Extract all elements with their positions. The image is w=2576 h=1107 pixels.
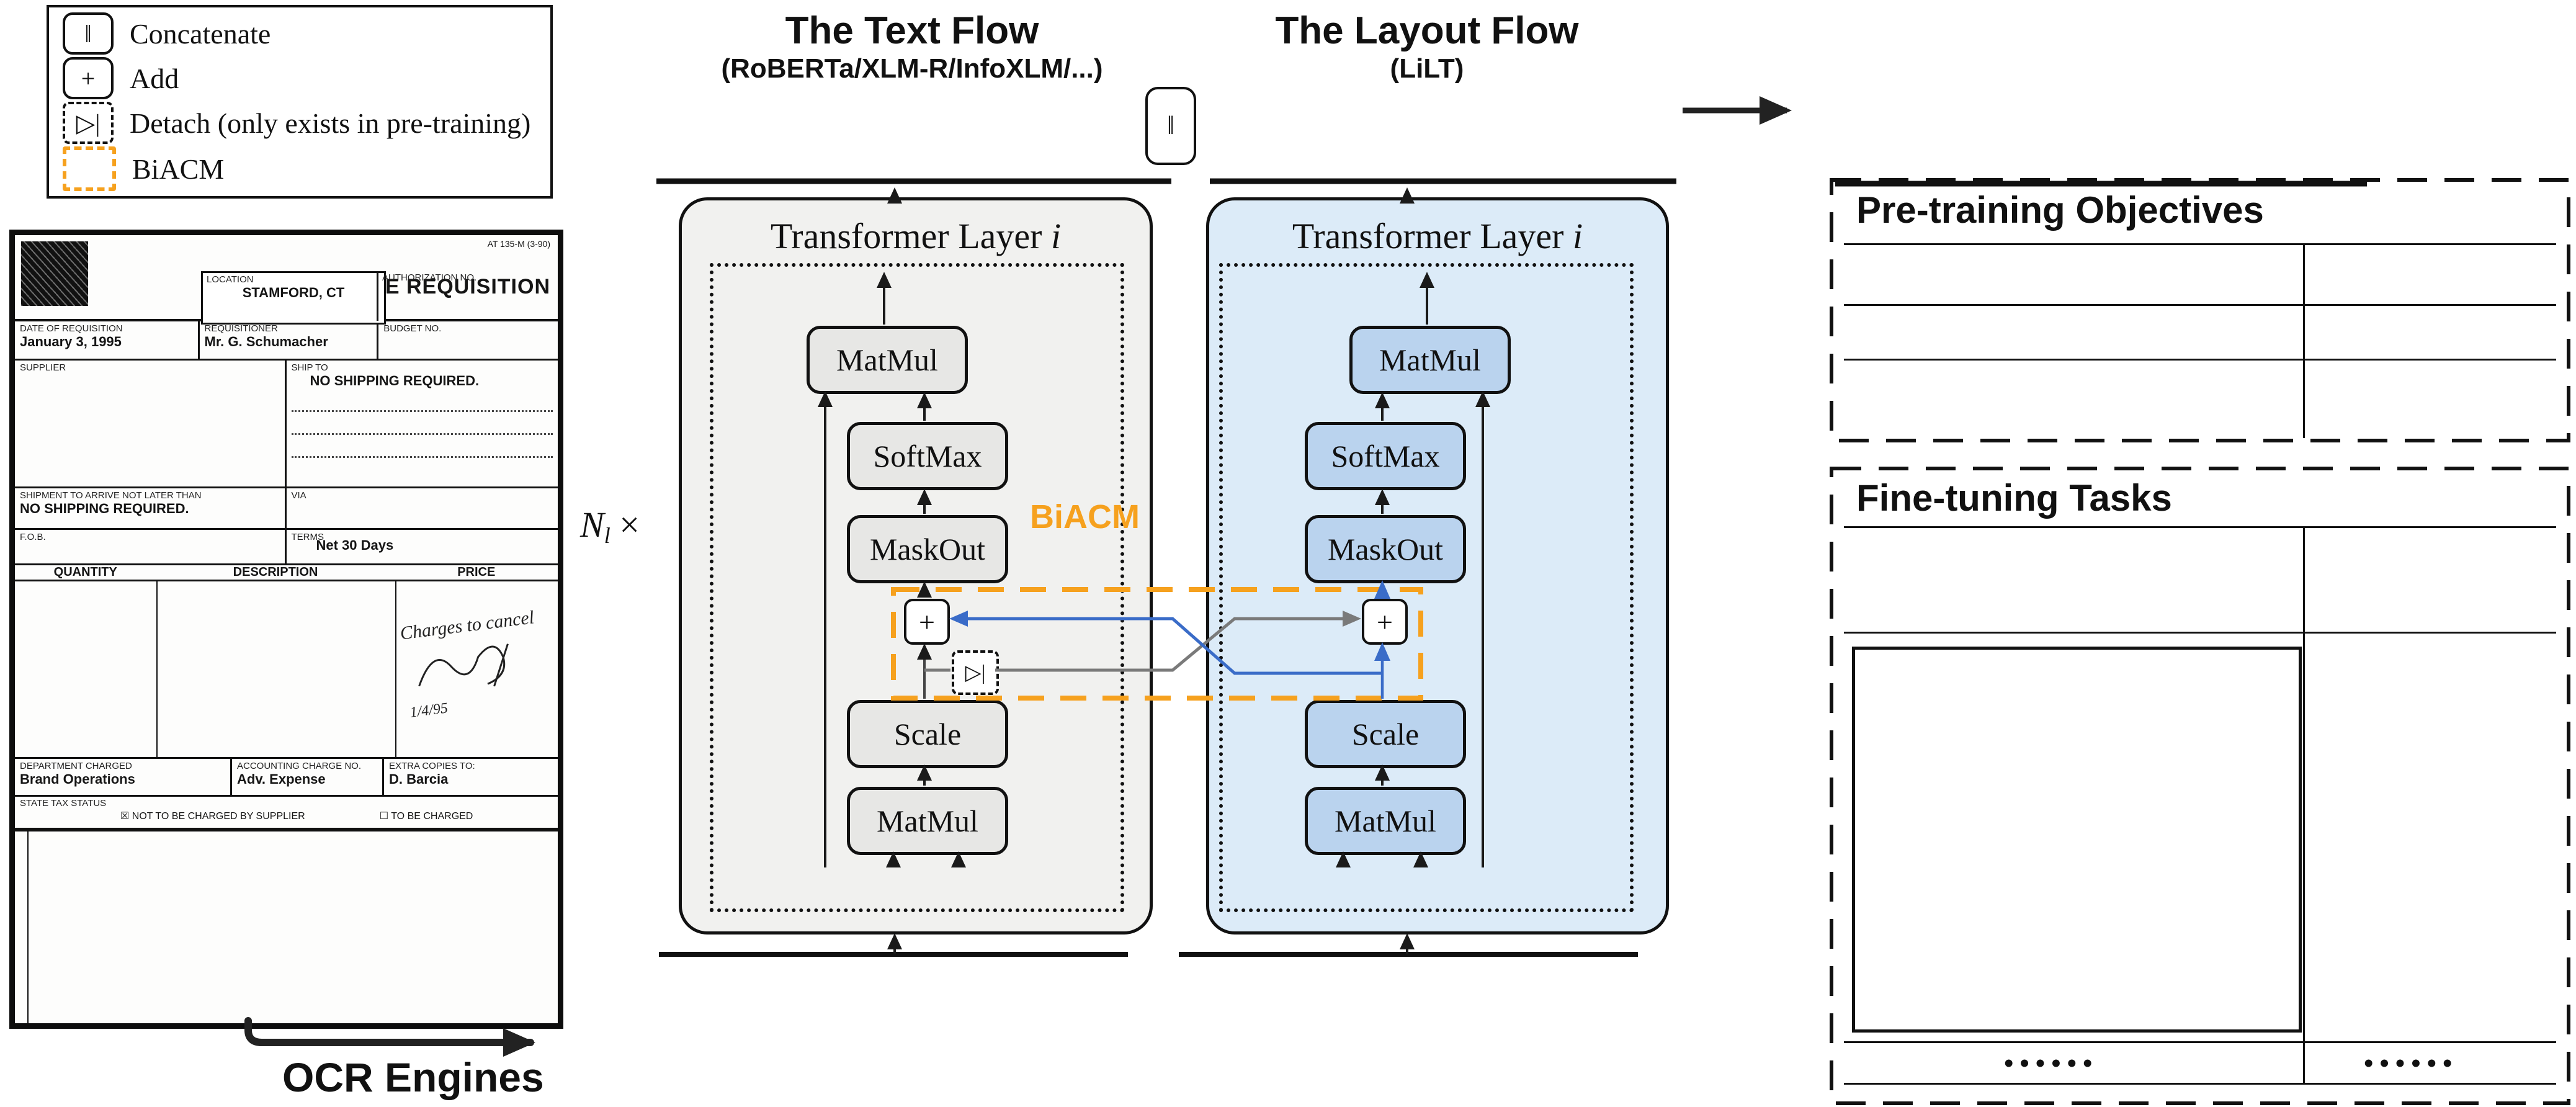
dept-row: DEPARTMENT CHARGED Brand Operations ACCO…: [15, 757, 558, 797]
pt-rule-1: [1844, 243, 2556, 245]
layout-matmul-bottom: MatMul: [1305, 787, 1466, 855]
text-softmax: SoftMax: [847, 422, 1008, 490]
text-add-box: +: [904, 599, 950, 645]
layout-flow-subtitle: (LiLT): [1390, 53, 1464, 84]
document-header: AT 135-M (3-90) PURCHASE REQUISITION LOC…: [15, 235, 558, 325]
layout-flow-title: The Layout Flow: [1275, 9, 1579, 52]
layout-softmax: SoftMax: [1305, 422, 1466, 490]
ft-rule-2: [1844, 632, 2556, 634]
pt-rule-3: [1844, 359, 2556, 361]
layout-matmul-top: MatMul: [1349, 326, 1511, 394]
items-table-header: QUANTITY DESCRIPTION PRICE: [15, 565, 558, 581]
tax-option-charged: ☐ TO BE CHARGED: [379, 811, 473, 822]
approvals-vertical-label: [15, 831, 29, 1023]
ellipsis-left: ••••••: [2004, 1048, 2099, 1078]
text-maskout: MaskOut: [847, 515, 1008, 583]
pretraining-title: Pre-training Objectives: [1856, 189, 2264, 231]
ellipsis-right: ••••••: [2364, 1048, 2459, 1078]
legend-item-3: BiACM: [49, 146, 550, 191]
detach-icon: ▷|: [63, 102, 114, 144]
detach-box: ▷|: [952, 650, 999, 695]
text-matmul-top: MatMul: [807, 326, 968, 394]
items-table-body: Charges to cancel 1/4/95: [15, 581, 558, 757]
tax-option-not-charged: ☒ NOT TO BE CHARGED BY SUPPLIER: [120, 811, 305, 822]
add-icon: +: [63, 57, 114, 99]
text-flow-title: The Text Flow: [785, 9, 1039, 52]
legend-item-0: ‖ Concatenate: [49, 12, 550, 55]
text-transformer-title: Transformer Layer i: [770, 216, 1062, 256]
text-scale: Scale: [847, 700, 1008, 768]
pt-rule-2: [1844, 304, 2556, 306]
layout-scale: Scale: [1305, 700, 1466, 768]
legend-item-label: Concatenate: [130, 17, 271, 50]
concatenate-box: ‖: [1145, 87, 1196, 165]
pt-divider: [2303, 243, 2305, 438]
company-logo: [21, 241, 88, 306]
ft-divider: [2303, 526, 2305, 1083]
items-table: QUANTITY DESCRIPTION PRICE Charges to ca…: [15, 565, 558, 757]
num-layers-label: Nl ×: [580, 504, 640, 549]
layout-add-box: +: [1362, 599, 1408, 645]
signature-scribble: [418, 643, 509, 687]
document-purchase-requisition: AT 135-M (3-90) PURCHASE REQUISITION LOC…: [9, 230, 563, 1029]
legend-item-2: ▷| Detach (only exists in pre-training): [49, 102, 550, 144]
location-cell: LOCATION STAMFORD, CT: [201, 271, 386, 325]
relation-grid: [1852, 647, 2302, 1033]
layout-maskout: MaskOut: [1305, 515, 1466, 583]
ft-rule-1: [1844, 526, 2556, 528]
legend-item-1: + Add: [49, 57, 550, 99]
date-row: DATE OF REQUISITION January 3, 1995 REQU…: [15, 321, 558, 361]
fob-terms-row: F.O.B. TERMS Net 30 Days: [15, 530, 558, 565]
text-flow-subtitle: (RoBERTa/XLM-R/InfoXLM/...): [721, 53, 1103, 84]
text-matmul-bottom: MatMul: [847, 787, 1008, 855]
supplier-shipto-row: SUPPLIER SHIP TO NO SHIPPING REQUIRED.: [15, 361, 558, 488]
handwritten-note: Charges to cancel 1/4/95: [398, 607, 535, 721]
approvals-section: [15, 830, 558, 1023]
finetuning-title: Fine-tuning Tasks: [1856, 477, 2172, 519]
legend-item-label: Detach (only exists in pre-training): [130, 107, 531, 139]
tax-row: STATE TAX STATUS ☒ NOT TO BE CHARGED BY …: [15, 797, 558, 830]
arrive-via-row: SHIPMENT TO ARRIVE NOT LATER THAN NO SHI…: [15, 488, 558, 530]
form-code: AT 135-M (3-90): [487, 239, 550, 249]
biacm-label: BiACM: [1030, 498, 1140, 536]
approval-rows: [29, 831, 558, 1023]
authorization-cell: AUTHORIZATION NO.: [377, 271, 510, 321]
legend-item-label: Add: [130, 62, 179, 94]
ocr-engines-label: OCR Engines: [282, 1054, 544, 1100]
legend-item-label: BiACM: [132, 153, 225, 185]
concat-icon: ‖: [63, 12, 114, 55]
legend: ‖ Concatenate + Add ▷| Detach (only exists in…: [47, 5, 553, 199]
ft-rule-4: [1844, 1083, 2556, 1085]
quantity-column-divider: [156, 581, 158, 757]
price-column-divider: [395, 581, 396, 757]
ft-rule-3: [1844, 1041, 2556, 1043]
biacm-icon: [63, 146, 116, 191]
layout-transformer-title: Transformer Layer i: [1292, 216, 1583, 256]
